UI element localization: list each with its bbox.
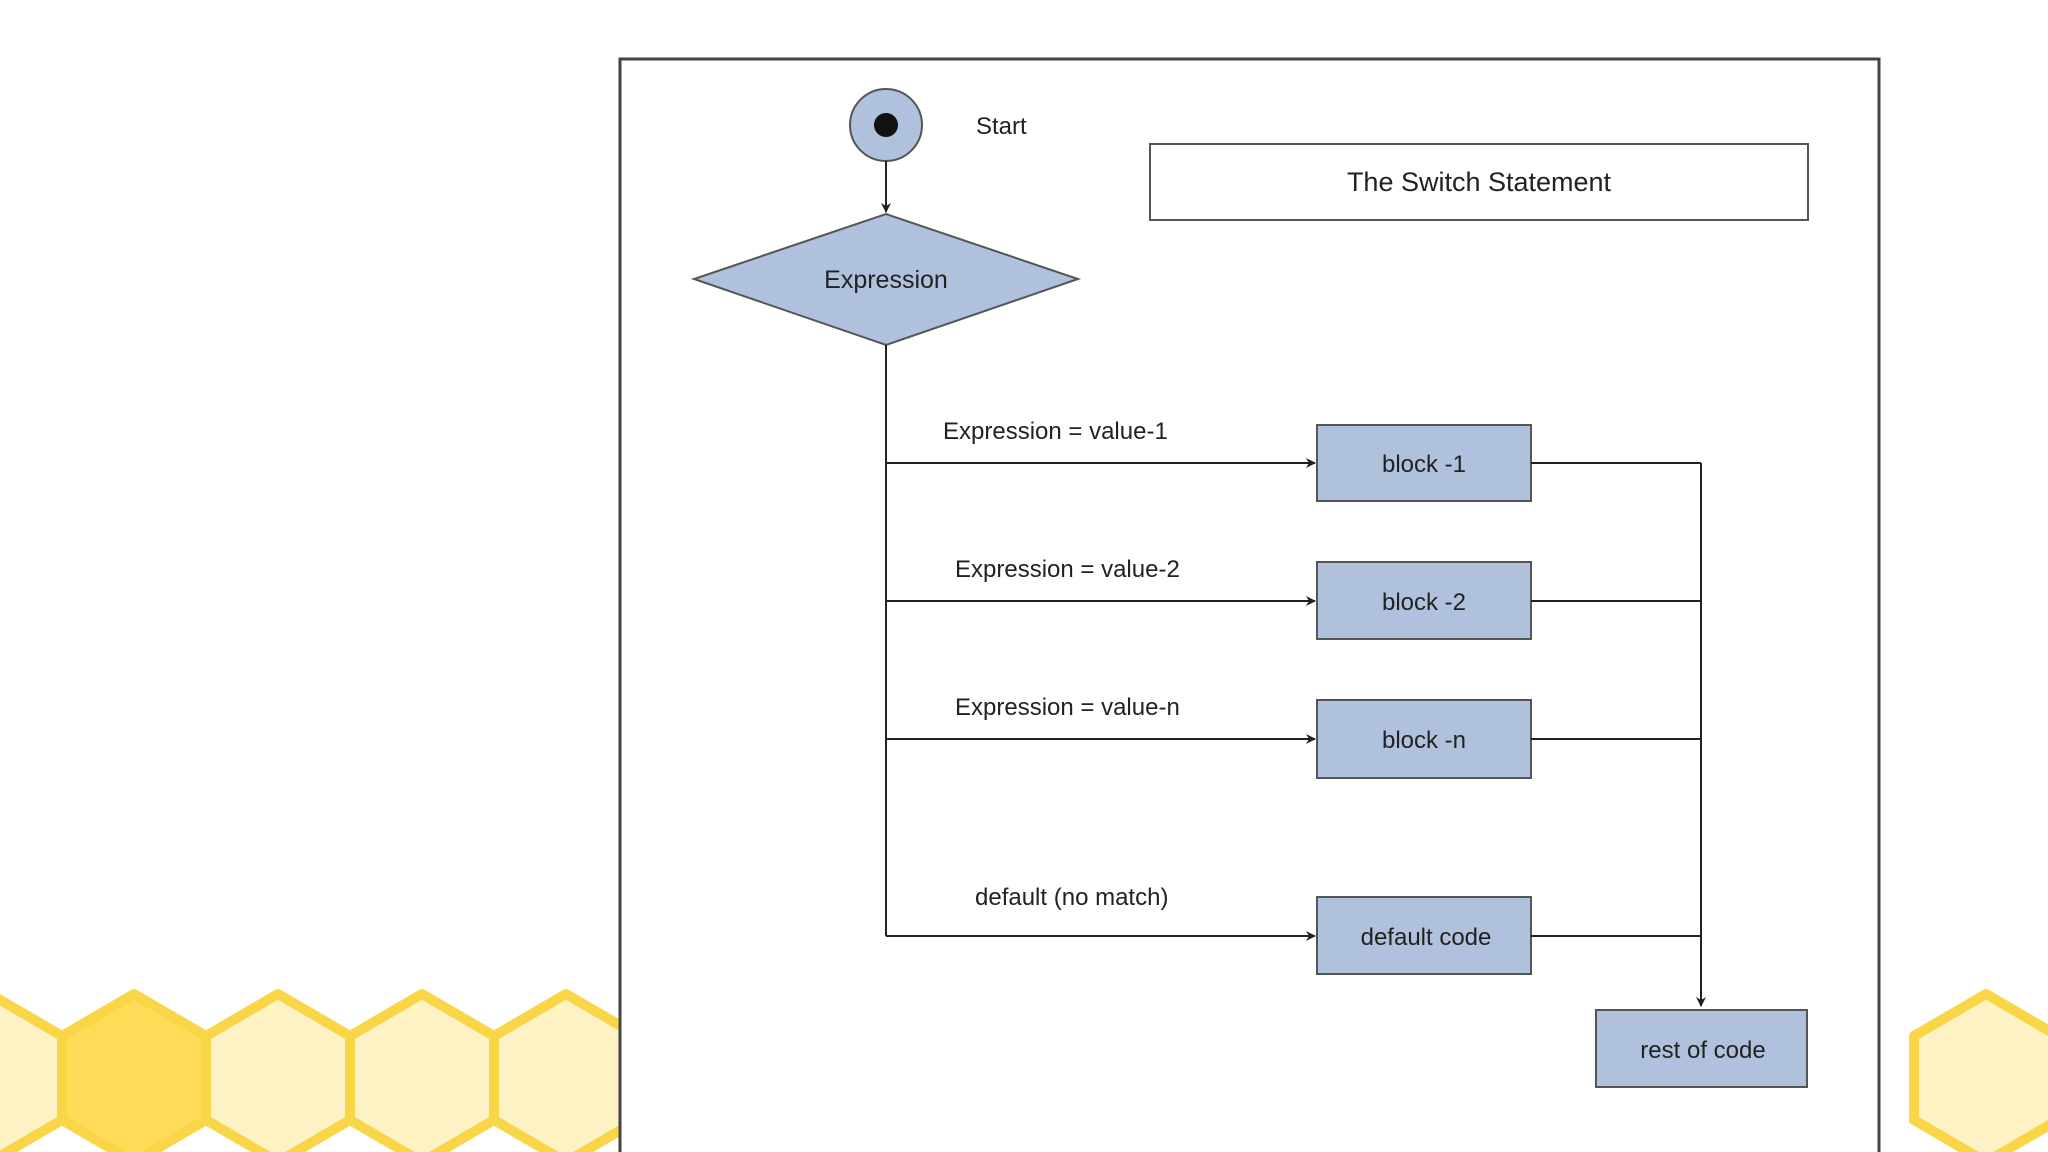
case-block-label: block -n (1382, 727, 1466, 754)
default-block (1316, 896, 1532, 975)
case-condition-label: Expression = value-1 (943, 418, 1168, 445)
case-branch-1: Expression = value-1 block -1 (886, 418, 1701, 502)
default-branch: default (no match) default code (886, 884, 1701, 975)
diagram-title: The Switch Statement (1347, 167, 1612, 197)
rest-of-code-block (1595, 1009, 1808, 1088)
case-block-label: block -2 (1382, 589, 1466, 616)
default-condition-label: default (no match) (975, 884, 1168, 911)
honeycomb-decoration-right (1909, 989, 2048, 1152)
title-box (1149, 143, 1809, 221)
case-block (1316, 424, 1532, 502)
start-label: Start (976, 113, 1027, 140)
start-node-dot (874, 113, 898, 137)
default-block-label: default code (1361, 924, 1492, 951)
case-block-label: block -1 (1382, 451, 1466, 478)
case-block (1316, 699, 1532, 779)
case-condition-label: Expression = value-n (955, 694, 1180, 721)
honeycomb-decoration-left (0, 989, 643, 1152)
rest-of-code-label: rest of code (1640, 1037, 1765, 1064)
decision-label: Expression (824, 266, 948, 294)
case-branch-2: Expression = value-2 block -2 (886, 556, 1701, 640)
case-block (1316, 561, 1532, 640)
case-branch-n: Expression = value-n block -n (886, 694, 1701, 779)
diagram-frame (618, 57, 1881, 1152)
case-condition-label: Expression = value-2 (955, 556, 1180, 583)
